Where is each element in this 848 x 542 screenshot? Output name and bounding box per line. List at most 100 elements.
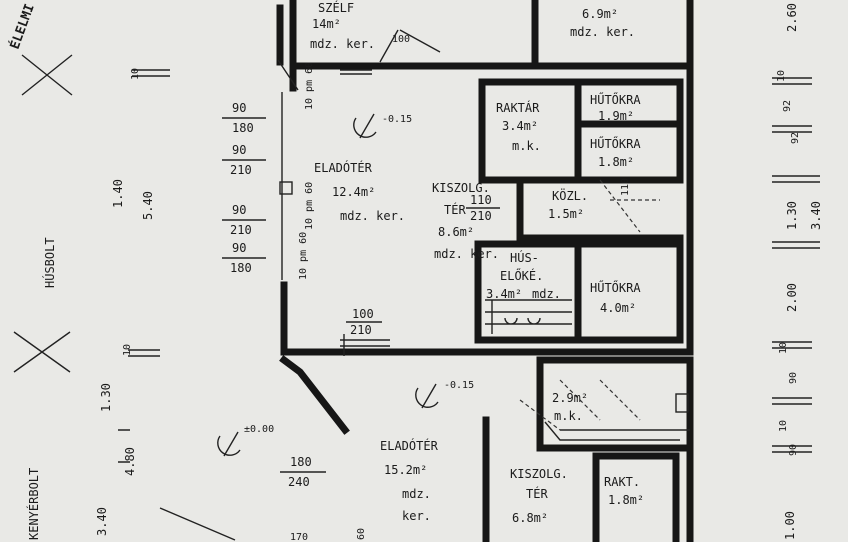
- dim-left-6: 10: [130, 68, 141, 80]
- dim-100-top: 100: [392, 34, 410, 45]
- dim-right-3: 92: [782, 100, 793, 112]
- level-marker-2: [415, 383, 439, 409]
- dim-210-d: 210: [470, 209, 492, 223]
- room-kozl-area: 1.5m²: [548, 207, 584, 221]
- swing-wc: [519, 379, 641, 431]
- wall-hutokra3: [578, 240, 684, 344]
- wall-middle-horizontal: [280, 281, 694, 356]
- level-marker-3: [217, 431, 241, 457]
- dim-right-4: 92: [790, 132, 801, 144]
- wall-raktar: [478, 78, 582, 184]
- dim-pm60-a: 10 pm 60: [304, 62, 315, 110]
- dim-110: 110: [470, 193, 492, 207]
- room-kiszolg2-area: 6.8m²: [512, 511, 548, 525]
- room-eladoter2-note2: ker.: [402, 509, 431, 523]
- dim-90-c: 90: [232, 203, 246, 217]
- door-middle: [340, 334, 390, 356]
- room-kiszolg1-area: 8.6m²: [438, 225, 474, 239]
- room-raktar-name: RAKTÁR: [496, 100, 540, 115]
- dim-60-lower: 60: [356, 528, 367, 540]
- room-huselo-name2: ELŐKÉ.: [500, 268, 543, 283]
- room-wc-note: m.k.: [554, 409, 583, 423]
- room-raktar-area: 3.4m²: [502, 119, 538, 133]
- left-dimension-ticks: [118, 69, 170, 463]
- room-szelf-area: 14m²: [312, 17, 341, 31]
- dim-right-2: 10: [776, 70, 787, 82]
- dim-right-5: 1.30: [785, 201, 799, 230]
- room-hutokra3-area: 4.0m²: [600, 301, 636, 315]
- door-dimensions: 90 180 90 210 90 210 90 180 180 240 100 …: [222, 34, 631, 542]
- room-top-right-note: mdz. ker.: [570, 25, 635, 39]
- column-square: [279, 181, 293, 195]
- dim-left-7: 10: [122, 344, 133, 356]
- dim-right-7: 2.00: [785, 283, 799, 312]
- room-szelf-name: SZÉLF: [318, 0, 354, 15]
- room-eladoter2-note: mdz.: [402, 487, 431, 501]
- right-dimension-ticks: [772, 77, 820, 453]
- room-hutokra3-name: HŰTŐKRA: [590, 280, 641, 295]
- dim-left-2: 5.40: [141, 191, 155, 220]
- dim-right-10: 10: [778, 420, 789, 432]
- room-huselo-area: 3.4m²: [486, 287, 522, 301]
- label-husbolt: HÚSBOLT: [42, 237, 57, 288]
- swing-kozl: [599, 179, 660, 233]
- dim-right-9: 90: [788, 372, 799, 384]
- walls: [276, 0, 694, 542]
- room-rakt-name: RAKT.: [604, 475, 640, 489]
- dim-left-1: 1.40: [111, 179, 125, 208]
- room-kiszolg1-note: mdz. ker.: [434, 247, 499, 261]
- dim-pm60-b: 10 pm 60: [304, 182, 315, 230]
- dim-170: 170: [290, 532, 308, 542]
- label-elelmiszer: ÉLELMI: [7, 2, 38, 52]
- label-kenyerbolt: KENYÉRBOLT: [26, 468, 41, 540]
- room-kiszolg2-name2: TÉR: [526, 486, 548, 501]
- room-hutokra2-name: HŰTŐKRA: [590, 136, 641, 151]
- dim-110-side: 110: [620, 178, 631, 196]
- room-kiszolg1-name2: TÉR: [444, 202, 466, 217]
- room-eladoter1-area: 12.4m²: [332, 185, 375, 199]
- room-huselo-name: HÚS-: [510, 250, 539, 265]
- dim-210-c: 210: [350, 323, 372, 337]
- dim-right-6: 3.40: [809, 201, 823, 230]
- kitchen-counter: [485, 299, 572, 334]
- room-kiszolg1-name: KISZOLG.: [432, 181, 490, 195]
- dim-right-12: 1.00: [783, 511, 797, 540]
- room-eladoter2-area: 15.2m²: [384, 463, 427, 477]
- partition-left: [277, 59, 299, 280]
- room-hutokra1-name: HŰTŐKRA: [590, 92, 641, 107]
- level-minus-015-b: -0.15: [444, 380, 474, 391]
- dim-90-b: 90: [232, 143, 246, 157]
- dim-right-1: 2.60: [785, 3, 799, 32]
- room-eladoter1-note: mdz. ker.: [340, 209, 405, 223]
- room-kiszolg2-name: KISZOLG.: [510, 467, 568, 481]
- dim-90-d: 90: [232, 241, 246, 255]
- level-minus-015-a: -0.15: [382, 114, 412, 125]
- fixtures: [159, 29, 690, 541]
- room-labels: SZÉLF 14m² mdz. ker. 6.9m² mdz. ker. RAK…: [310, 0, 644, 525]
- dim-180-b: 180: [230, 261, 252, 275]
- room-eladoter1-name: ELADÓTÉR: [314, 160, 373, 175]
- dim-210-a: 210: [230, 163, 252, 177]
- dim-left-5: 3.40: [95, 507, 109, 536]
- room-rakt-area: 1.8m²: [608, 493, 644, 507]
- dim-210-b: 210: [230, 223, 252, 237]
- dim-180-c: 180: [290, 455, 312, 469]
- room-raktar-note: m.k.: [512, 139, 541, 153]
- wall-wc: [536, 356, 694, 452]
- dim-pm60-c: 10 pm 60: [298, 232, 309, 280]
- room-top-right-area: 6.9m²: [582, 7, 618, 21]
- cross-mark-middle: [13, 331, 71, 373]
- level-marker-1: [353, 113, 377, 139]
- wall-rakt: [592, 452, 680, 542]
- wall-huselokesz: [474, 240, 582, 344]
- room-kozl-name: KÖZL.: [552, 187, 588, 203]
- dim-100: 100: [352, 307, 374, 321]
- dim-240: 240: [288, 475, 310, 489]
- dim-right-11: 90: [788, 444, 799, 456]
- wall-hutokra-upper: [578, 78, 684, 184]
- level-zero: ±0.00: [244, 424, 274, 435]
- dim-left-3: 1.30: [99, 383, 113, 412]
- left-margin-annotations: ÉLELMI HÚSBOLT KENYÉRBOLT 1.40 5.40 1.30…: [7, 2, 170, 540]
- room-wc-area: 2.9m²: [552, 391, 588, 405]
